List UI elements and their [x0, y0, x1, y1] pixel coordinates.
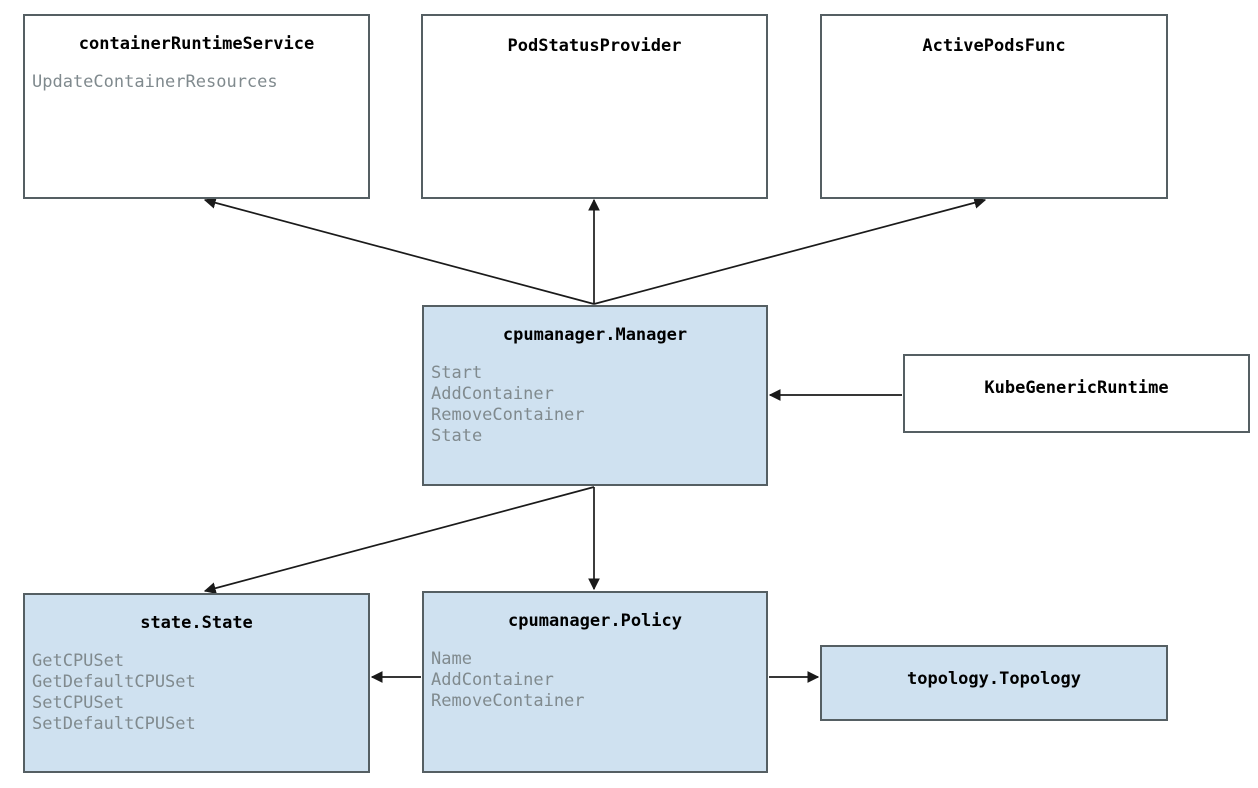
class-node-title: PodStatusProvider: [507, 36, 682, 56]
class-node-ActivePodsFunc[interactable]: ActivePodsFunc: [820, 14, 1168, 199]
edge-manager-to-activePodsFunc: [593, 197, 987, 305]
class-node-title: cpumanager.Manager: [502, 325, 688, 345]
class-node-title: topology.Topology: [907, 669, 1081, 689]
class-node-PodStatusProvider[interactable]: PodStatusProvider: [421, 14, 768, 199]
class-node-topologyTopology[interactable]: topology.Topology: [820, 645, 1168, 721]
class-member: AddContainer: [431, 670, 554, 690]
class-node-KubeGenericRuntime[interactable]: KubeGenericRuntime: [903, 354, 1250, 433]
class-member: State: [431, 426, 483, 446]
edge-manager-to-containerRuntimeService: [203, 197, 595, 305]
class-member: UpdateContainerResources: [32, 72, 278, 92]
class-member: RemoveContainer: [431, 405, 585, 425]
class-node-title: ActivePodsFunc: [922, 36, 1066, 56]
class-member: RemoveContainer: [431, 691, 585, 711]
class-node-title: cpumanager.Policy: [508, 611, 682, 631]
class-node-title: KubeGenericRuntime: [984, 378, 1169, 398]
class-member: SetDefaultCPUSet: [32, 714, 196, 734]
class-node-title: state.State: [140, 613, 253, 633]
class-node-title: containerRuntimeService: [78, 34, 315, 54]
class-node-members: UpdateContainerResources: [25, 54, 368, 93]
class-member: SetCPUSet: [32, 693, 125, 713]
edge-manager-to-stateState: [203, 486, 595, 594]
class-member: Start: [431, 363, 483, 383]
class-member: AddContainer: [431, 384, 554, 404]
class-member: GetDefaultCPUSet: [32, 672, 196, 692]
class-member: GetCPUSet: [32, 651, 125, 671]
class-member: Name: [431, 649, 472, 669]
